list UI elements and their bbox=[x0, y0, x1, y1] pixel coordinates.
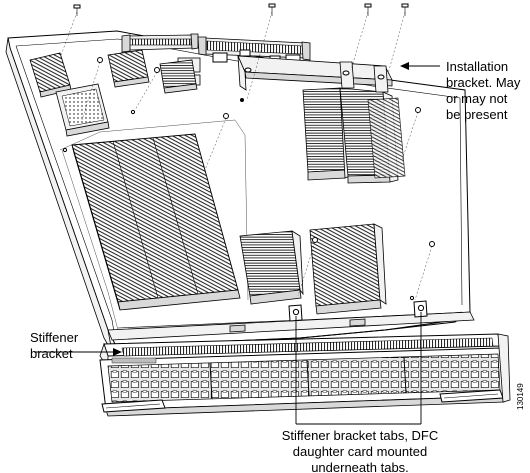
backplane-connector-left bbox=[121, 33, 199, 53]
callout-line: daughter card mounted bbox=[293, 444, 427, 459]
screw-4 bbox=[387, 3, 409, 75]
screw-2 bbox=[246, 3, 276, 101]
front-panel bbox=[99, 333, 505, 417]
screw-7 bbox=[204, 113, 229, 171]
chip-square-left bbox=[55, 83, 110, 137]
callout-line: Installation bbox=[446, 59, 508, 74]
screw-8 bbox=[401, 107, 421, 161]
callout-line: bracket bbox=[30, 346, 73, 361]
screw-9 bbox=[297, 237, 318, 297]
heatsink-main bbox=[71, 133, 241, 311]
heatsink-small-3 bbox=[159, 59, 198, 94]
installation-bracket bbox=[237, 55, 393, 93]
callout-line: bracket. May bbox=[446, 75, 521, 90]
callout-line: Stiffener bbox=[30, 330, 79, 345]
callout-line: underneath tabs. bbox=[311, 460, 409, 473]
heatsink-lower-right bbox=[309, 223, 387, 315]
heatsink-small-1 bbox=[29, 52, 72, 98]
stiffener-tab-right bbox=[413, 300, 428, 318]
ejector-lever-left bbox=[101, 399, 166, 413]
heatsink-small-2 bbox=[107, 49, 150, 88]
figure-number: 130149 bbox=[516, 383, 525, 410]
stiffener-tab-left bbox=[288, 304, 303, 322]
stiffener-tabs-callout: Stiffener bracket tabs, DFC daughter car… bbox=[282, 428, 439, 473]
screw-10 bbox=[414, 241, 435, 301]
stiffener-bracket-leader bbox=[34, 348, 122, 356]
stiffener-bracket-callout: Stiffener bracket bbox=[30, 330, 79, 361]
screw-5 bbox=[81, 57, 103, 121]
callout-line: Stiffener bracket tabs, DFC bbox=[282, 428, 439, 443]
module-board bbox=[5, 30, 471, 353]
installation-bracket-leader bbox=[400, 62, 440, 70]
screw-group bbox=[59, 3, 435, 301]
heatsink-upper-right-c bbox=[367, 97, 406, 179]
backplane-connector-right bbox=[197, 36, 311, 61]
callout-line: or may not bbox=[446, 91, 508, 106]
screw-3 bbox=[350, 3, 372, 71]
ejector-lever-right bbox=[439, 389, 504, 403]
screw-1 bbox=[59, 4, 81, 59]
stiffener-tabs-bracket-lines bbox=[295, 312, 422, 425]
panel-end-bracket bbox=[497, 333, 511, 403]
stiffener-bracket bbox=[107, 311, 475, 341]
callout-line: be present bbox=[446, 107, 508, 122]
heatsink-lower-left bbox=[239, 230, 304, 305]
screw-6 bbox=[134, 67, 160, 111]
installation-bracket-callout: Installation bracket. May or may not be … bbox=[446, 59, 521, 122]
